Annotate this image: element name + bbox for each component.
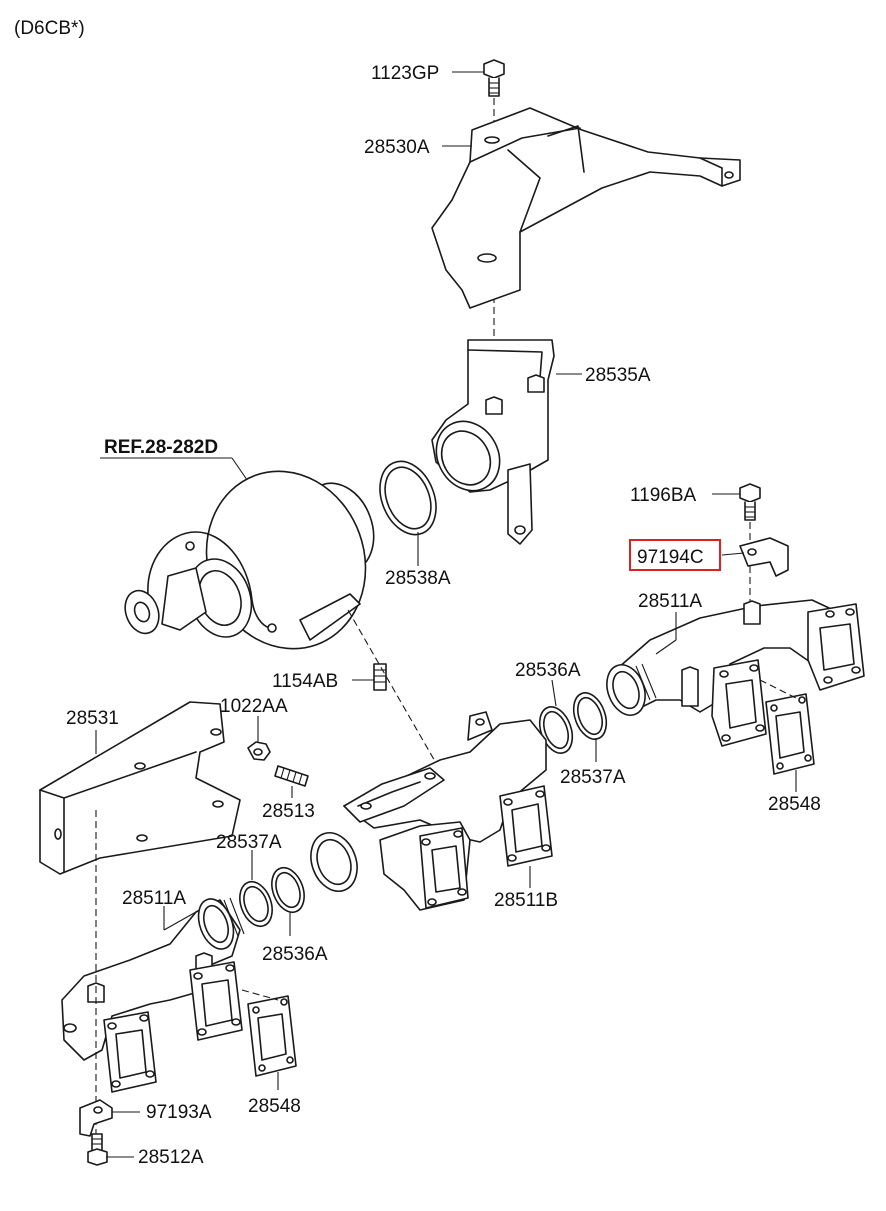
label-97194C[interactable]: 97194C	[637, 547, 704, 568]
part-28535A-elbow-pipe[interactable]	[424, 339, 555, 545]
part-97194C-bracket[interactable]	[739, 537, 789, 577]
label-28511B[interactable]: 28511B	[494, 890, 558, 911]
reference-label[interactable]: REF.28-282D	[104, 437, 218, 458]
part-28538A-gasket[interactable]	[370, 453, 447, 543]
label-28513[interactable]: 28513	[262, 801, 315, 822]
label-28538A[interactable]: 28538A	[385, 568, 451, 589]
label-28535A[interactable]: 28535A	[585, 365, 651, 386]
part-28511A-manifold-left[interactable]	[61, 894, 245, 1093]
label-28511A-left[interactable]: 28511A	[122, 888, 186, 909]
part-28512A-bolt[interactable]	[87, 1133, 108, 1166]
part-1196BA-bolt[interactable]	[739, 483, 761, 521]
part-28548-gasket-upper[interactable]	[765, 693, 815, 775]
label-28530A[interactable]: 28530A	[364, 137, 430, 158]
part-1123GP-bolt[interactable]	[483, 59, 505, 97]
label-1196BA[interactable]: 1196BA	[630, 485, 697, 506]
part-28537A-ring-upper[interactable]	[568, 688, 613, 743]
label-1123GP[interactable]: 1123GP	[371, 63, 439, 84]
part-28511B-manifold-center[interactable]	[303, 711, 553, 911]
label-28511A-top[interactable]: 28511A	[638, 591, 702, 612]
part-28513-stud[interactable]	[274, 765, 309, 787]
part-28536A-ring-left[interactable]	[266, 863, 310, 916]
part-28511A-manifold-right[interactable]	[600, 599, 865, 747]
label-28548-bottom[interactable]: 28548	[248, 1096, 301, 1117]
variant-label: (D6CB*)	[14, 18, 85, 39]
label-1154AB[interactable]: 1154AB	[272, 671, 338, 692]
part-28537A-ring-left[interactable]	[234, 877, 278, 930]
label-28531[interactable]: 28531	[66, 708, 119, 729]
turbocharger-reference[interactable]	[119, 449, 390, 671]
label-28536A-top[interactable]: 28536A	[515, 660, 581, 681]
label-28512A[interactable]: 28512A	[138, 1147, 204, 1168]
label-97193A[interactable]: 97193A	[146, 1102, 212, 1123]
highlight-box-97194C	[629, 539, 721, 571]
part-28548-gasket-lower[interactable]	[247, 995, 297, 1077]
label-28537A-left[interactable]: 28537A	[216, 832, 282, 853]
label-28548-top[interactable]: 28548	[768, 794, 821, 815]
part-1022AA-nut[interactable]	[247, 741, 271, 761]
part-28530A-heat-shield[interactable]	[431, 107, 741, 309]
label-28537A-top[interactable]: 28537A	[560, 767, 626, 788]
label-1022AA[interactable]: 1022AA	[220, 696, 288, 717]
part-97193A-bracket[interactable]	[79, 1099, 113, 1137]
part-28531-heat-shield[interactable]	[39, 701, 241, 875]
part-1154AB-stud[interactable]	[373, 663, 387, 691]
label-28536A-left[interactable]: 28536A	[262, 944, 328, 965]
